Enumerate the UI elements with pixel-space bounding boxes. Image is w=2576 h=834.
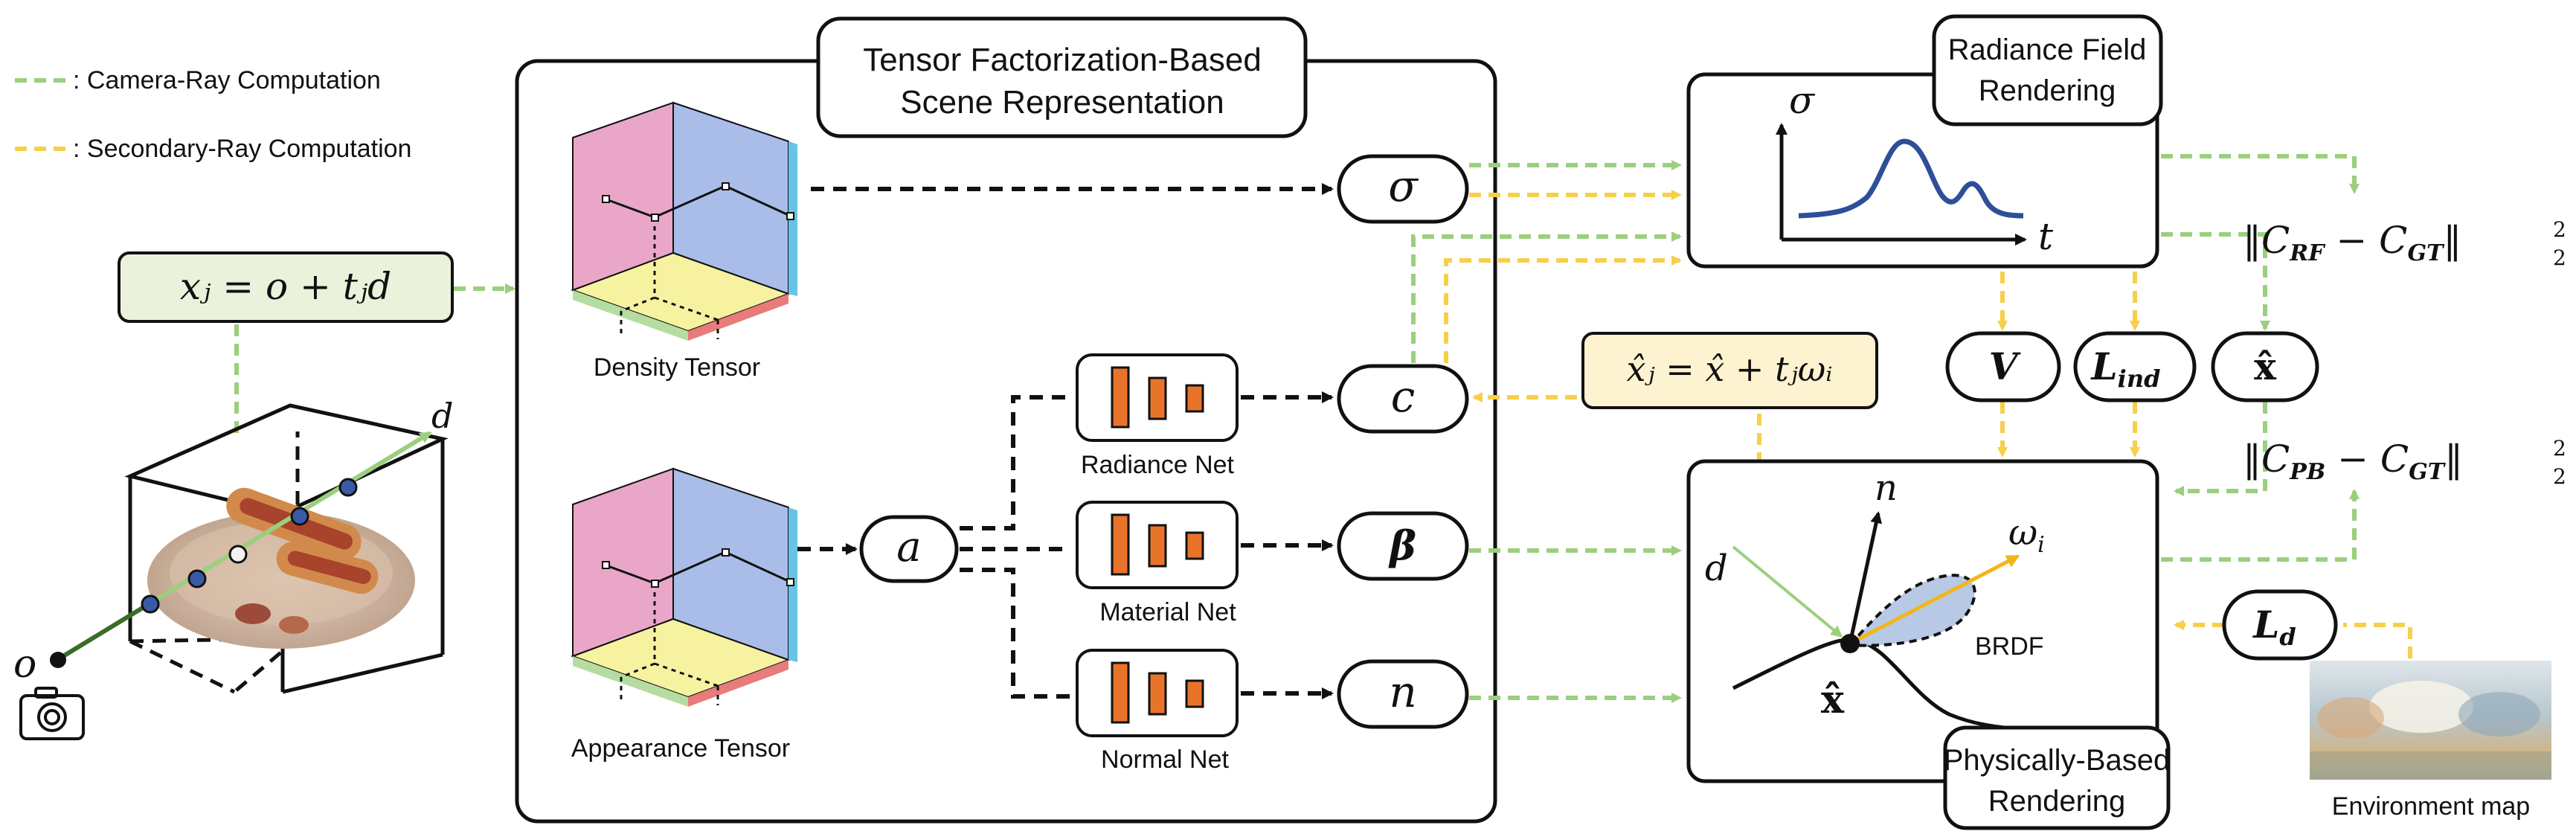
pb-loss: ‖CPB − CGT‖ <box>2243 437 2463 485</box>
appearance-tensor-graphic <box>571 467 797 707</box>
normal-arrow <box>1848 511 1883 644</box>
radiance-field-title-line2: Rendering <box>1979 74 2116 107</box>
feature-a-node <box>859 515 959 583</box>
feature-a-label: a <box>896 523 921 571</box>
rf-loss-sup: 2 <box>2553 217 2566 242</box>
rf-loss: ‖CRF − CGT‖ <box>2243 219 2461 266</box>
pb-loss-sub: 2 <box>2553 464 2566 489</box>
pbr-title-line1: Physically-Based <box>1944 744 2171 777</box>
secondary-ray-equation-box <box>1581 332 1878 409</box>
ray-origin-point <box>50 652 66 668</box>
ray-sample-points <box>141 478 358 614</box>
ray-equation-box <box>118 251 454 323</box>
environment-map-label: Environment map <box>2332 792 2530 821</box>
sigma-label: σ <box>1388 161 1419 211</box>
pbr-title-line2: Rendering <box>1988 785 2126 818</box>
legend-secondary-label: : Secondary-Ray Computation <box>73 135 411 163</box>
radiance-net <box>1076 353 1239 442</box>
material-net-label: Material Net <box>1099 598 1236 626</box>
direct-light-label: Ld <box>2252 603 2296 651</box>
ray-equation: xⱼ = o + tⱼd <box>180 265 391 308</box>
visibility-v-label: V <box>1989 344 2022 388</box>
direction-label: d <box>431 396 453 436</box>
rf-x-label: t <box>2038 215 2054 258</box>
beta-node <box>1337 511 1469 581</box>
pbr-title-box <box>1943 725 2171 830</box>
incident-direction-arrow <box>1849 554 2020 646</box>
density-curve <box>1798 138 2024 219</box>
legend: : Camera-Ray Computation : Secondary-Ray… <box>15 66 411 163</box>
sigma-node <box>1337 154 1469 224</box>
indirect-light-label: Lind <box>2090 344 2161 393</box>
pbr-omega-label: ωi <box>2008 512 2045 558</box>
environment-map-image <box>2310 661 2551 780</box>
pbr-panel: d n ωi BRDF x̂ Physically-Based Renderin… <box>1686 459 2171 830</box>
rf-loss-sub: 2 <box>2553 246 2566 270</box>
normal-n-label: n <box>1389 667 1416 717</box>
indirect-light-node <box>2073 331 2197 402</box>
visibility-v-node <box>1945 331 2061 402</box>
radiance-field-title-box <box>1932 14 2163 126</box>
surface-point-node <box>2211 331 2319 402</box>
radiance-field-panel: Radiance Field Rendering σ t <box>1686 14 2163 269</box>
pbr-d-label: d <box>1705 548 1728 589</box>
a-branch-lines <box>960 395 1071 699</box>
material-net <box>1076 501 1239 589</box>
secondary-ray-equation: x̂ⱼ = x̂ + tⱼωᵢ <box>1626 349 1832 389</box>
appearance-tensor-label: Appearance Tensor <box>571 734 790 763</box>
color-c-node <box>1337 364 1469 434</box>
flow-arrows <box>1411 154 2412 703</box>
radiance-field-title-line1: Radiance Field <box>1948 33 2147 66</box>
normal-net <box>1076 649 1239 737</box>
surface-point-dot <box>1840 634 1860 653</box>
tensor-panel: Tensor Factorization-Based Scene Represe… <box>515 16 1497 824</box>
pbr-n-label: n <box>1875 467 1898 509</box>
color-c-label: c <box>1391 371 1415 422</box>
surface-point-label: x̂ <box>2254 344 2277 388</box>
tensor-panel-title-line1: Tensor Factorization-Based <box>863 42 1262 78</box>
tensor-panel-title-box <box>816 16 1308 138</box>
rf-y-label: σ <box>1789 79 1816 122</box>
beta-label: β <box>1388 522 1416 569</box>
pbr-xhat-label: x̂ <box>1821 677 1845 722</box>
view-direction-arrow <box>1732 545 1843 638</box>
origin-label: o <box>13 642 36 687</box>
direct-light-node <box>2222 589 2338 661</box>
normal-n-node <box>1337 659 1469 729</box>
density-tensor-label: Density Tensor <box>594 353 760 382</box>
tensor-panel-title-line2: Scene Representation <box>900 84 1224 121</box>
normal-net-label: Normal Net <box>1101 745 1229 774</box>
brdf-label: BRDF <box>1975 632 2044 661</box>
pb-loss-sup: 2 <box>2553 436 2566 461</box>
scene-illustration: xⱼ = o + tⱼd <box>13 251 515 740</box>
density-tensor-graphic <box>571 101 797 341</box>
legend-camera-label: : Camera-Ray Computation <box>73 66 381 94</box>
camera-icon <box>19 687 85 740</box>
radiance-net-label: Radiance Net <box>1081 451 1235 479</box>
